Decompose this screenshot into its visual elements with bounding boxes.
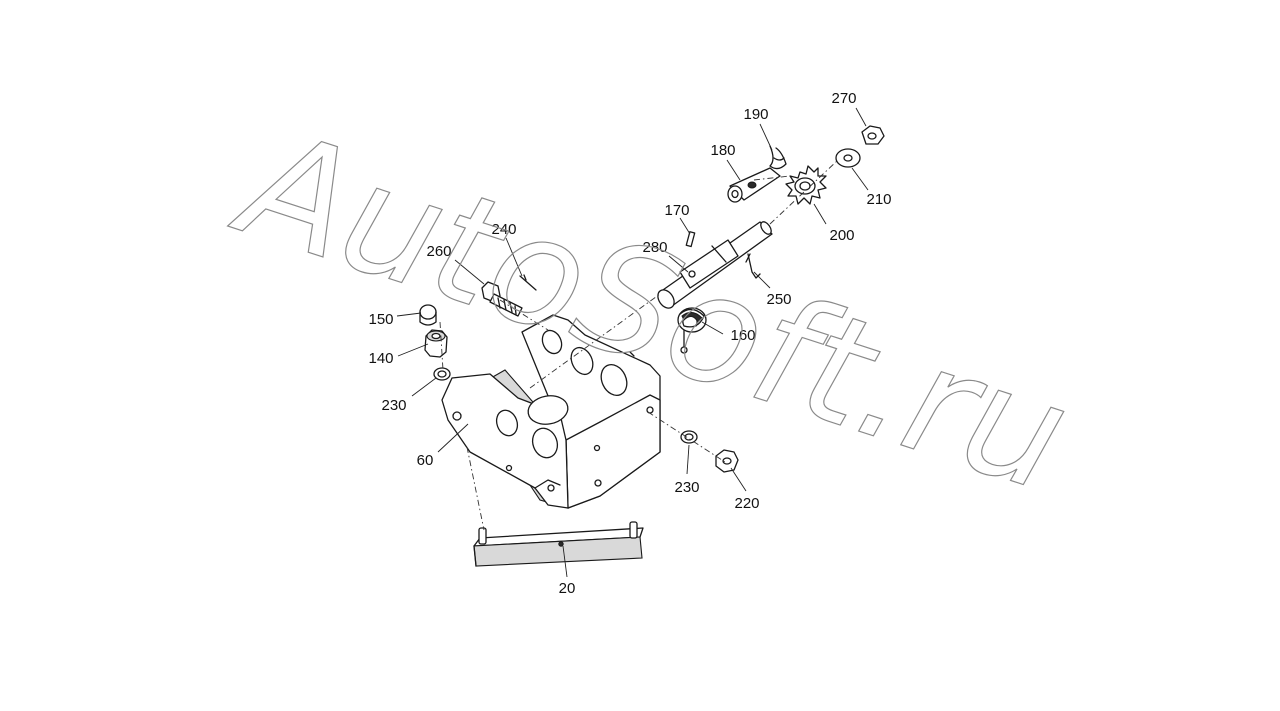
part-200-gear: [785, 165, 827, 205]
part-230-washer-right: [680, 430, 698, 444]
label-260: 260: [426, 243, 451, 260]
label-270: 270: [831, 90, 856, 107]
label-240: 240: [491, 221, 516, 238]
label-250: 250: [766, 291, 791, 308]
part-190-clip: [769, 145, 787, 170]
label-230-left: 230: [381, 397, 406, 414]
watermark: AutoSoft.ru: [216, 95, 1087, 526]
part-180-lever: [727, 167, 781, 203]
part-240-pin: [519, 274, 537, 291]
leader-lines: [396, 107, 869, 578]
label-180: 180: [710, 142, 735, 159]
label-230-right: 230: [674, 479, 699, 496]
label-20: 20: [559, 580, 576, 597]
part-220-nut: [715, 449, 739, 473]
part-60-bracket: [441, 314, 661, 509]
part-280-shaft: [657, 221, 773, 309]
label-140: 140: [368, 350, 393, 367]
label-190: 190: [743, 106, 768, 123]
assembly-centerlines: [439, 159, 839, 531]
label-60: 60: [417, 452, 434, 469]
label-160: 160: [730, 327, 755, 344]
part-20-base-bar: [473, 521, 644, 567]
label-210: 210: [866, 191, 891, 208]
label-200: 200: [829, 227, 854, 244]
label-280: 280: [642, 239, 667, 256]
label-150: 150: [368, 311, 393, 328]
callout-labels: 20 60 140 150 160 170 180 190 200 210 22…: [368, 90, 891, 597]
part-160-spring: [677, 307, 707, 354]
part-230-washer-left: [433, 367, 451, 381]
label-170: 170: [664, 202, 689, 219]
part-270-nut: [861, 125, 885, 145]
part-170-key: [685, 231, 696, 248]
part-150-cap: [419, 304, 437, 326]
label-220: 220: [734, 495, 759, 512]
part-210-washer: [835, 148, 861, 168]
part-260-bolt: [481, 281, 523, 317]
